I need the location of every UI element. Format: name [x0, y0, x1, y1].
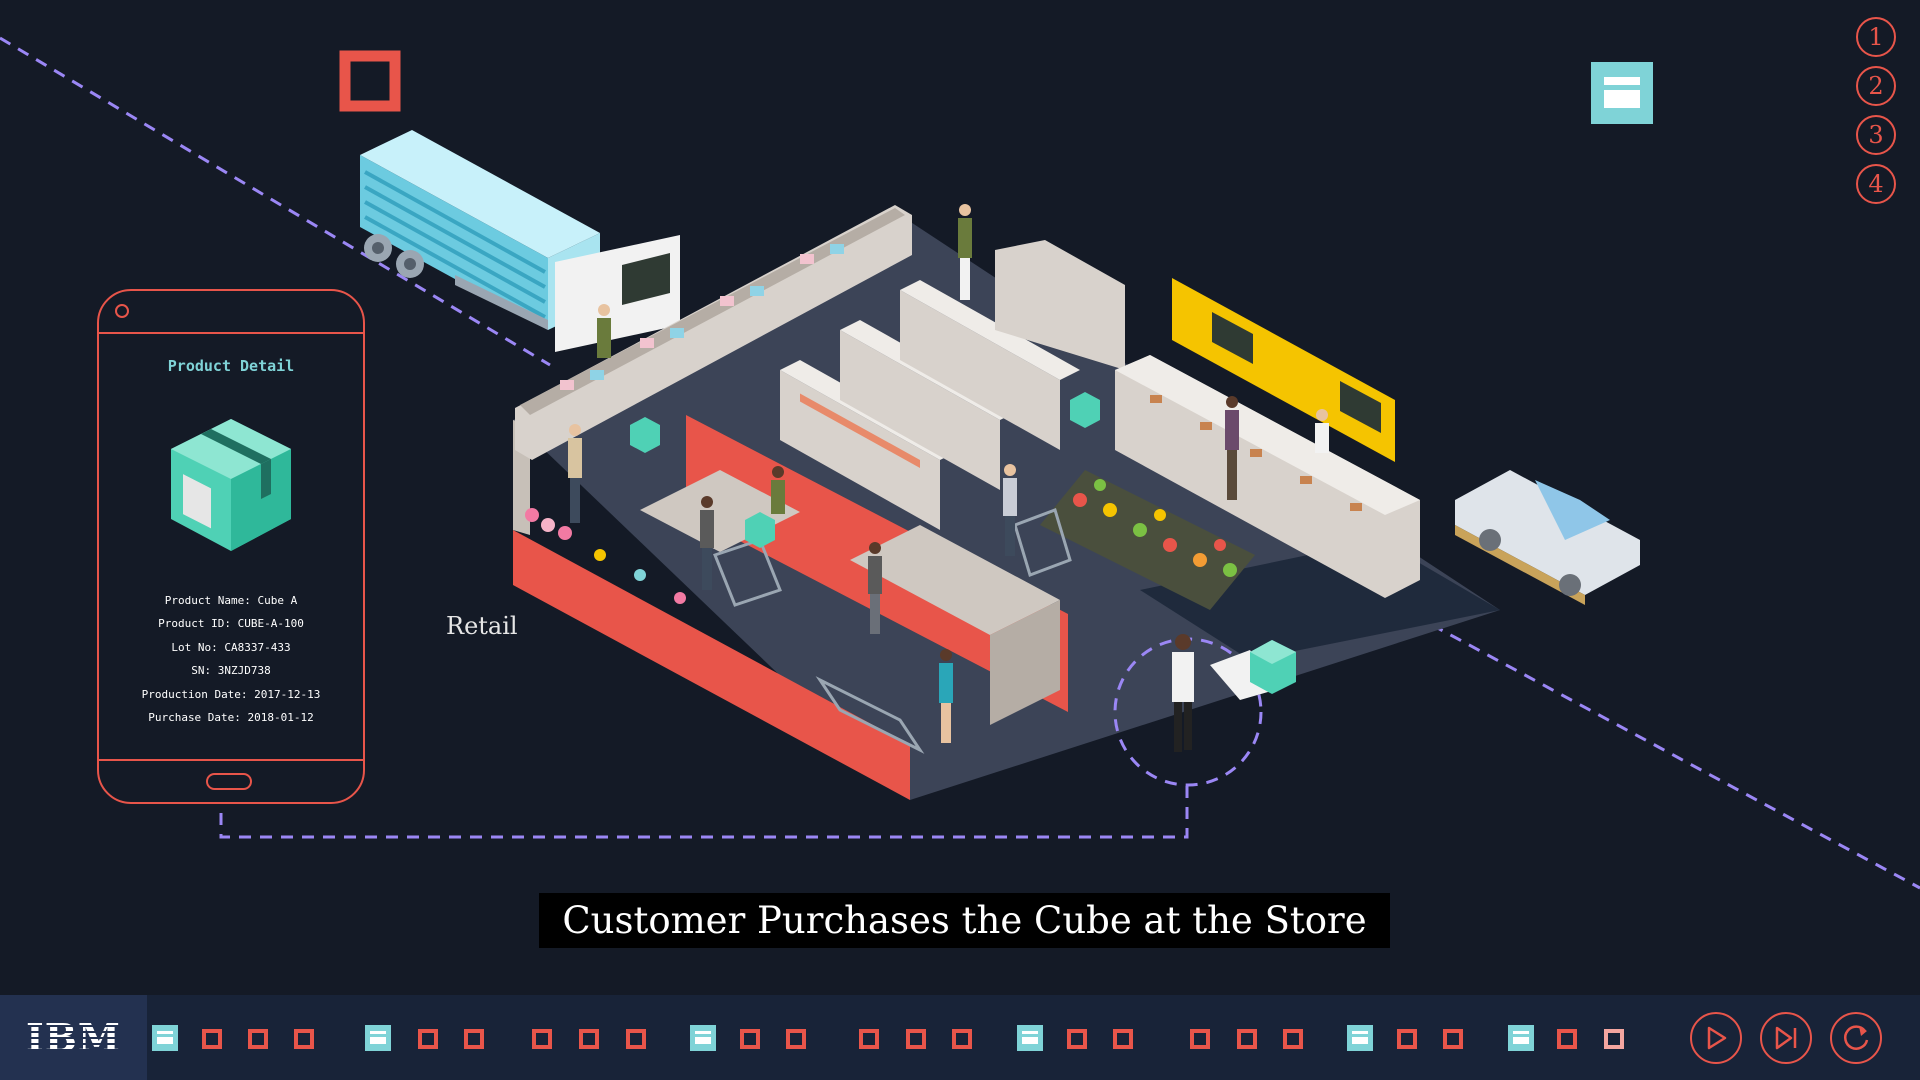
- timeline-step-marker[interactable]: [1067, 1029, 1087, 1049]
- timeline-step-marker[interactable]: [464, 1029, 484, 1049]
- cart-stack: [815, 676, 925, 754]
- flow-path-bottom: [1394, 603, 1920, 890]
- timeline-card-marker[interactable]: [1017, 1025, 1043, 1051]
- production-date: Production Date: 2017-12-13: [141, 687, 321, 701]
- timeline-step-marker[interactable]: [532, 1029, 552, 1049]
- timeline-step-marker[interactable]: [579, 1029, 599, 1049]
- product-name: Product Name: Cube A: [164, 594, 298, 607]
- step-4-button[interactable]: 4: [1856, 164, 1896, 204]
- timeline-step-marker[interactable]: [1190, 1029, 1210, 1049]
- store-wall-left: [513, 530, 910, 800]
- timeline-step-marker[interactable]: [1443, 1029, 1463, 1049]
- cube-markers: [630, 392, 1100, 548]
- back-shelf: [515, 205, 912, 460]
- deli-counter: [1115, 355, 1420, 598]
- purchase-date: Purchase Date: 2018-01-12: [148, 711, 314, 725]
- timeline-step-marker[interactable]: [952, 1029, 972, 1049]
- product-id: Product ID: CUBE-A-100: [158, 617, 304, 631]
- timeline-step-marker[interactable]: [1283, 1029, 1303, 1049]
- customer-figure: [1172, 634, 1275, 752]
- aisle-shelf-3: [900, 290, 1060, 450]
- purchased-cube: [1250, 640, 1296, 694]
- play-icon: [1707, 1026, 1727, 1050]
- ibm-logo: IBM: [26, 1015, 121, 1060]
- timeline-step-marker[interactable]: [1397, 1029, 1417, 1049]
- step-marker-square: [339, 50, 401, 112]
- cube-product-icon: [171, 419, 291, 551]
- timeline-step-marker[interactable]: [1113, 1029, 1133, 1049]
- timeline-card-marker[interactable]: [690, 1025, 716, 1051]
- flow-path-top: [0, 36, 551, 367]
- replay-button[interactable]: [1830, 1012, 1882, 1064]
- timeline-step-marker[interactable]: [740, 1029, 760, 1049]
- skip-forward-button[interactable]: [1760, 1012, 1812, 1064]
- shopping-cart: [713, 538, 782, 607]
- product-detail-title: Product Detail: [167, 357, 295, 375]
- step-2-button[interactable]: 2: [1856, 66, 1896, 106]
- step-3-button[interactable]: 3: [1856, 115, 1896, 155]
- flower-display: [525, 508, 686, 604]
- replay-icon: [1844, 1025, 1869, 1050]
- timeline-step-marker[interactable]: [906, 1029, 926, 1049]
- timeline-current-marker[interactable]: [1604, 1029, 1624, 1049]
- timeline-step-marker[interactable]: [859, 1029, 879, 1049]
- phone-connector-path: [219, 783, 1189, 839]
- step-caption: Customer Purchases the Cube at the Store: [539, 893, 1390, 948]
- timeline-step-marker[interactable]: [418, 1029, 438, 1049]
- checkout-counter-2: [850, 525, 1060, 635]
- timeline-step-marker[interactable]: [1237, 1029, 1257, 1049]
- scene-label: Retail: [446, 612, 518, 640]
- cooler-shelf: [995, 240, 1125, 370]
- timeline-card-marker[interactable]: [152, 1025, 178, 1051]
- produce-stand: [1040, 470, 1255, 610]
- bottom-toolbar: IBM: [0, 995, 1920, 1080]
- play-button[interactable]: [1690, 1012, 1742, 1064]
- store-people: [568, 204, 1329, 743]
- product-detail-list: Product Name: Cube A Product ID: CUBE-A-…: [99, 589, 363, 729]
- timeline-card-marker[interactable]: [365, 1025, 391, 1051]
- step-1-button[interactable]: 1: [1856, 17, 1896, 57]
- skip-icon: [1775, 1026, 1797, 1050]
- lot-number: Lot No: CA8337-433: [171, 640, 291, 654]
- serial-number: SN: 3NZJD738: [191, 664, 271, 678]
- timeline-step-marker[interactable]: [294, 1029, 314, 1049]
- timeline-step-marker[interactable]: [786, 1029, 806, 1049]
- timeline-step-marker[interactable]: [626, 1029, 646, 1049]
- brand-logo-box: IBM: [0, 995, 147, 1080]
- phone-mockup: Product Detail Product Name: Cube A Prod…: [97, 289, 365, 804]
- pickup-truck: [1455, 470, 1640, 605]
- timeline-card-marker[interactable]: [1508, 1025, 1534, 1051]
- timeline-step-marker[interactable]: [248, 1029, 268, 1049]
- timeline-card-marker[interactable]: [1347, 1025, 1373, 1051]
- card-icon: [1591, 62, 1653, 124]
- timeline-step-marker[interactable]: [202, 1029, 222, 1049]
- phone-home-button: [206, 773, 252, 790]
- aisle-shelf-2: [840, 330, 1000, 490]
- timeline-step-marker[interactable]: [1557, 1029, 1577, 1049]
- phone-camera: [115, 304, 129, 318]
